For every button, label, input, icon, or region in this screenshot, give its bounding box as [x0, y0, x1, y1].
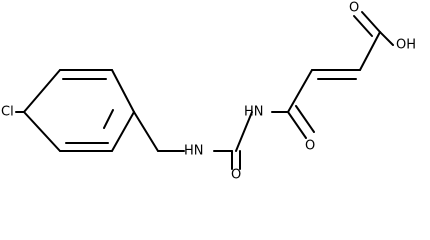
- amide-oxygen-label: O: [305, 139, 315, 154]
- urea-nh-label: HN: [184, 144, 204, 159]
- acid-c-oh-bond: [379, 31, 394, 46]
- amide-c-o-bond-double: [295, 105, 315, 133]
- amide-c-alkene-bond: [287, 69, 313, 113]
- chemical-structure: Cl HN O HN O O OH: [1, 1, 416, 183]
- urea-oxygen-label: O: [231, 168, 241, 183]
- urea-c-nh-bond: [235, 111, 253, 152]
- acid-c-o-bond-double: [353, 15, 373, 37]
- alkene-acid-c-bond: [359, 31, 381, 71]
- amide-c-o-bond: [287, 111, 307, 139]
- acid-oxygen-label: O: [349, 1, 359, 16]
- ring-ch2-bond: [133, 111, 159, 152]
- imide-nh-label: HN: [244, 105, 264, 120]
- chlorine-label: Cl: [1, 105, 14, 120]
- acid-c-o-bond: [361, 11, 381, 33]
- benzene-ring: [23, 69, 135, 152]
- hydroxyl-label: OH: [396, 38, 416, 53]
